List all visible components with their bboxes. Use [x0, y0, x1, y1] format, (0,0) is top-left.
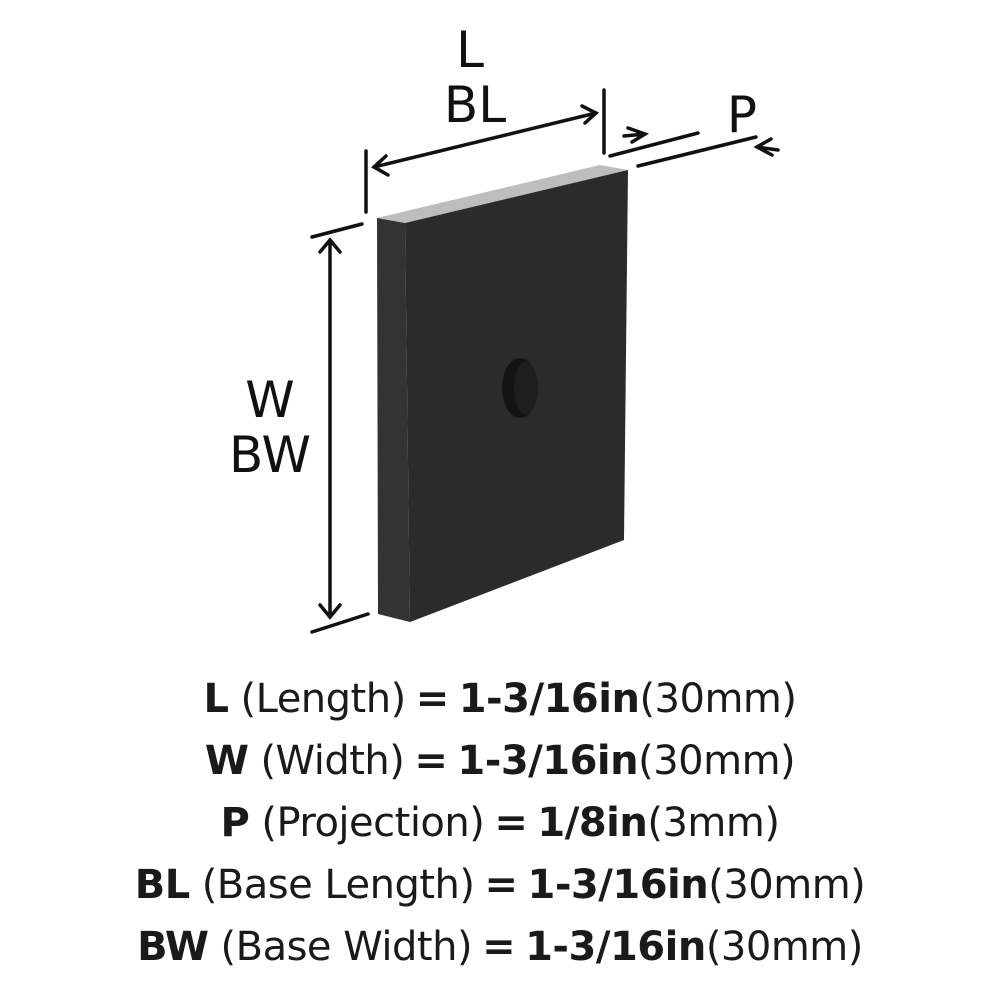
length-dimension-line — [372, 111, 598, 169]
spec-row-base-width: BW (Base Width) = 1-3/16in (30mm) — [0, 916, 1000, 978]
spec-code: BW — [137, 924, 209, 970]
spec-imperial: 1-3/16in — [457, 738, 639, 784]
label-base-width: BW — [229, 426, 311, 484]
arrow-right-icon — [580, 104, 600, 125]
spec-name: (Projection) — [261, 800, 485, 846]
spec-metric: (3mm) — [647, 800, 780, 846]
arrow-left-icon — [371, 154, 390, 177]
spec-metric: (30mm) — [705, 924, 864, 970]
projection-extension-1 — [608, 131, 700, 158]
spec-equals: = — [494, 800, 528, 846]
spec-imperial: 1-3/16in — [525, 924, 706, 970]
extension-line-top-left — [310, 222, 364, 239]
spec-name: (Length) — [240, 676, 407, 722]
spec-row-projection: P (Projection) = 1/8in (3mm) — [0, 792, 1000, 854]
spec-metric: (30mm) — [708, 862, 866, 908]
label-length: L — [456, 21, 484, 79]
label-base-length: BL — [443, 76, 507, 134]
spec-imperial: 1-3/16in — [458, 676, 640, 722]
label-projection: P — [726, 86, 758, 144]
spec-equals: = — [482, 924, 516, 970]
projection-extension-2 — [636, 135, 758, 168]
arrow-up-icon — [318, 237, 342, 254]
spec-code: W — [204, 738, 249, 784]
spec-imperial: 1-3/16in — [527, 862, 709, 908]
spec-metric: (30mm) — [639, 676, 797, 722]
extension-line-bottom-left — [310, 612, 370, 634]
spec-equals: = — [484, 862, 518, 908]
product-dimension-diagram: L BL P W BW — [229, 21, 780, 634]
plate-top-edge — [377, 165, 628, 223]
spec-name: (Base Length) — [201, 862, 475, 908]
spec-imperial: 1/8in — [537, 800, 648, 846]
backplate-illustration — [310, 88, 780, 634]
dimension-specs-list: L (Length) = 1-3/16in (30mm) W (Width) =… — [0, 668, 1000, 978]
spec-equals: = — [415, 676, 450, 722]
spec-code: P — [220, 800, 250, 846]
arrow-down-icon — [318, 603, 342, 620]
label-width: W — [245, 371, 295, 429]
plate-side-edge — [377, 218, 410, 622]
spec-name: (Width) — [260, 738, 405, 784]
spec-code: BL — [134, 862, 190, 908]
spec-row-length: L (Length) = 1-3/16in (30mm) — [0, 668, 1000, 730]
spec-equals: = — [414, 738, 448, 784]
spec-metric: (30mm) — [638, 738, 796, 784]
spec-row-width: W (Width) = 1-3/16in (30mm) — [0, 730, 1000, 792]
spec-name: (Base Width) — [220, 924, 473, 970]
spec-row-base-length: BL (Base Length) = 1-3/16in (30mm) — [0, 854, 1000, 916]
spec-code: L — [203, 676, 230, 722]
